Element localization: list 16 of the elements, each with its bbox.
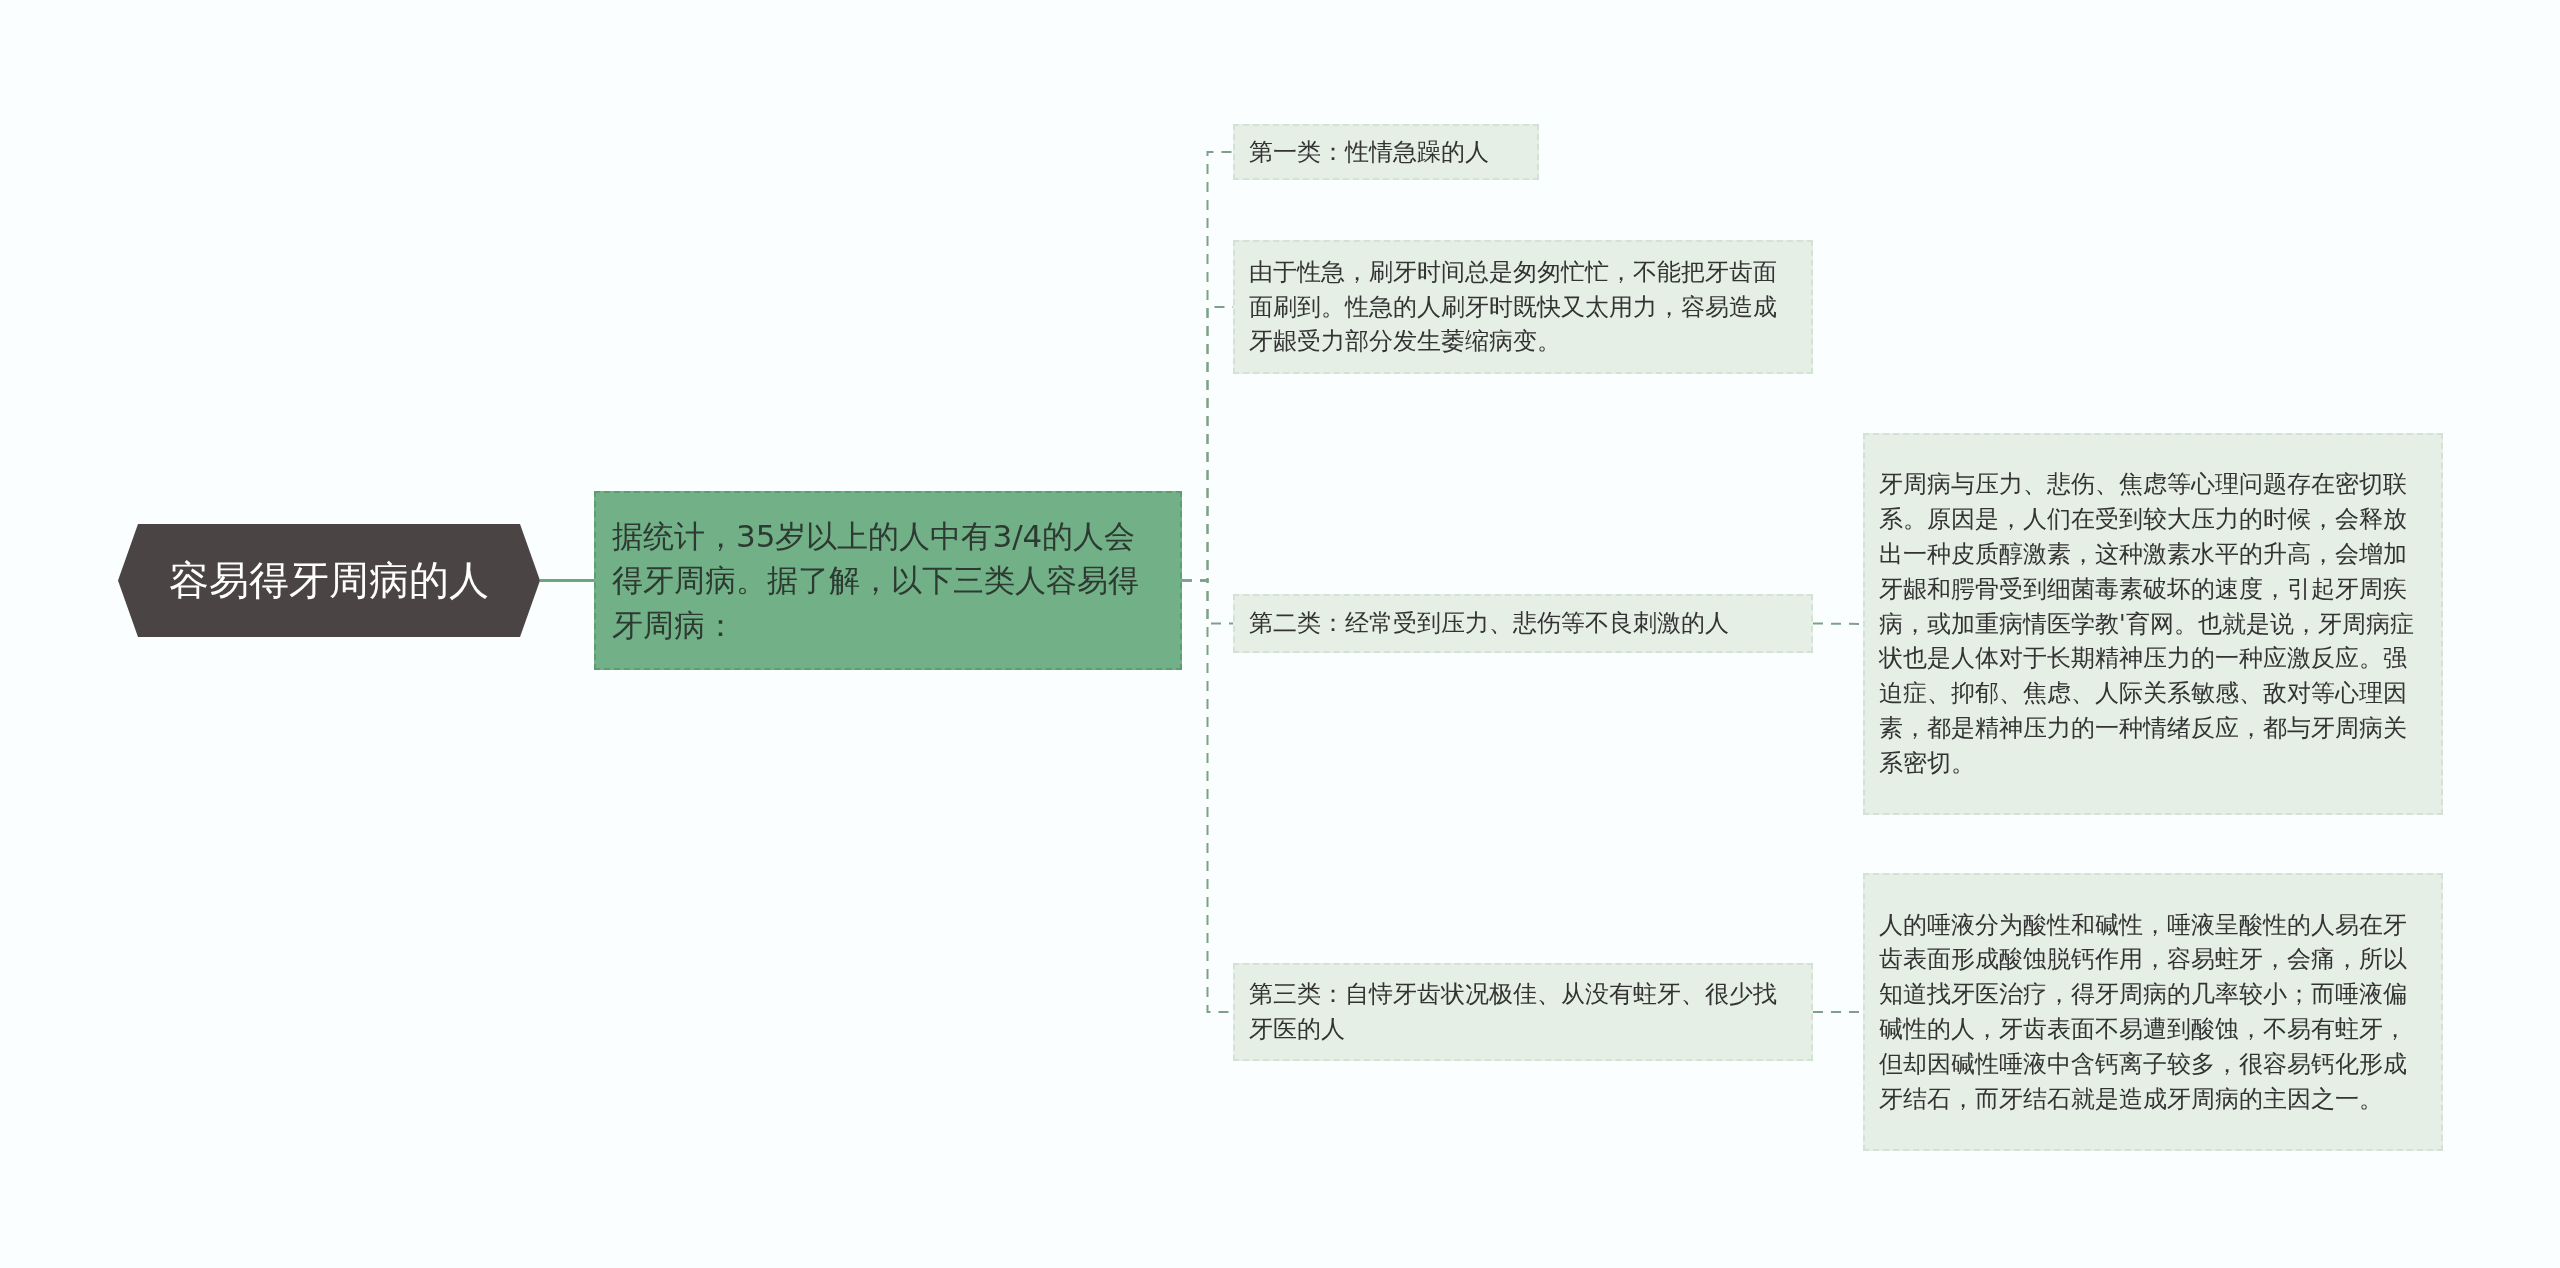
- subtopic-box: [1233, 594, 1813, 653]
- node-text: 第二类：经常受到压力、悲伤等不良刺激的人: [1249, 608, 1729, 640]
- node-text: 由于性急，刷牙时间总是匆匆忙忙，不能把牙齿面面刷到。性急的人刷牙时既快又太用力，容易造成牙龈受力部分发生萎缩病变。: [1249, 256, 1778, 358]
- subtopic-box: [1233, 124, 1539, 180]
- topic-box: [594, 491, 1182, 670]
- connector-line: [540, 579, 594, 582]
- subtopic-box: [1863, 873, 2443, 1151]
- node-text: 牙周病与压力、悲伤、焦虑等心理问题存在密切联系。原因是，人们在受到较大压力的时候，会释放出一种皮质醇激素，这种激素水平的升高，会增加牙龈和腭骨受到细菌毒素破坏的速度，引起牙周疾病，或加重病情医学教'育网。也就是说，牙周病症状也是人体对于长期精神压力的一种应激反应。强迫症、抑郁、焦虑、人际关系敏感、敌对等心理因素，都是精神压力的一种情绪反应，都与牙周病关系密切。: [1879, 469, 2415, 779]
- subtopic-box: [1233, 240, 1813, 374]
- node-text: 容易得牙周病的人: [169, 556, 489, 605]
- node-text: 第一类：性情急躁的人: [1249, 136, 1489, 168]
- subtopic-box: [1863, 433, 2443, 815]
- node-text: 第三类：自恃牙齿状况极佳、从没有蛀牙、很少找牙医的人: [1249, 979, 1778, 1045]
- node-text: 据统计，35岁以上的人中有3/4的人会得牙周病。据了解，以下三类人容易得牙周病：: [612, 517, 1140, 645]
- node-text: 人的唾液分为酸性和碱性，唾液呈酸性的人易在牙齿表面形成酸蚀脱钙作用，容易蛀牙，会痛，所以知道找牙医治疗，得牙周病的几率较小；而唾液偏碱性的人，牙齿表面不易遭到酸蚀，不易有蛀牙，但却因碱性唾液中含钙离子较多，很容易钙化形成牙结石，而牙结石就是造成牙周病的主因之一。: [1879, 909, 2408, 1115]
- subtopic-box: [1233, 963, 1813, 1061]
